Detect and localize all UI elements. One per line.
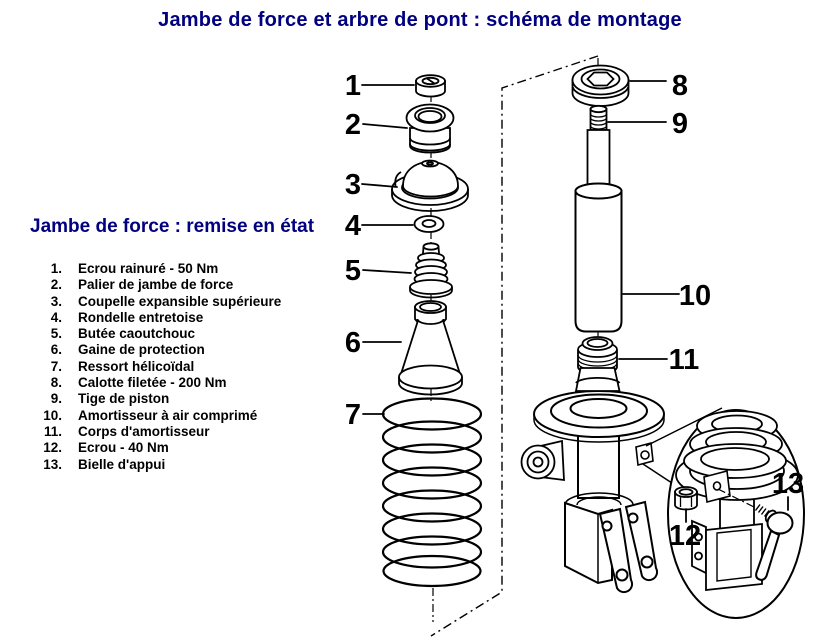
part-number: 13. bbox=[43, 456, 62, 472]
parts-list-item: 13. Bielle d'appui bbox=[34, 457, 281, 473]
stabilizer-tab bbox=[635, 441, 654, 467]
part-label: Amortisseur à air comprimé bbox=[78, 407, 258, 423]
lower-clamp-bracket bbox=[564, 492, 659, 594]
part-number: 5. bbox=[50, 326, 62, 342]
callout-2: 2 bbox=[345, 109, 361, 141]
detail-inset bbox=[642, 407, 805, 619]
part-number: 4. bbox=[50, 309, 62, 325]
callout-11: 11 bbox=[669, 344, 700, 376]
part-label: Rondelle entretoise bbox=[78, 309, 204, 325]
parts-list-item: 1. Ecrou rainuré - 50 Nm bbox=[34, 261, 281, 277]
callout-1: 1 bbox=[345, 70, 361, 102]
part-label: Bielle d'appui bbox=[78, 456, 166, 472]
parts-list-item: 7. Ressort hélicoïdal bbox=[34, 359, 281, 375]
parts-list-item: 12. Ecrou - 40 Nm bbox=[34, 440, 281, 456]
part-label: Ecrou - 40 Nm bbox=[78, 440, 169, 456]
part-number: 8. bbox=[50, 375, 62, 391]
part-number: 1. bbox=[50, 261, 62, 276]
inset-centerline bbox=[717, 488, 757, 509]
part-12-nut bbox=[674, 486, 698, 511]
part-4-spacer-washer bbox=[413, 215, 445, 233]
part-number: 6. bbox=[50, 342, 62, 358]
part-label: Butée caoutchouc bbox=[78, 326, 196, 342]
strut-body-cone bbox=[574, 367, 621, 392]
parts-list: 1. Ecrou rainuré - 50 Nm 2. Palier de jamb… bbox=[34, 261, 281, 473]
section-subtitle: Jambe de force : remise en état bbox=[30, 216, 315, 237]
callout-3: 3 bbox=[345, 169, 361, 201]
part-label: Corps d'amortisseur bbox=[78, 423, 210, 439]
bracket-arm-bushing bbox=[520, 439, 565, 482]
part-number: 7. bbox=[50, 358, 62, 374]
part-label: Calotte filetée - 200 Nm bbox=[78, 375, 227, 391]
part-9-piston-rod bbox=[586, 104, 611, 190]
part-label: Ecrou rainuré - 50 Nm bbox=[78, 261, 219, 276]
callout-leaders bbox=[361, 80, 789, 523]
callout-4: 4 bbox=[345, 210, 361, 242]
parts-list-item: 4. Rondelle entretoise bbox=[34, 310, 281, 326]
inset-tab bbox=[703, 469, 731, 504]
part-label: Tige de piston bbox=[78, 391, 170, 407]
callout-10: 10 bbox=[679, 280, 711, 312]
part-8-threaded-cap bbox=[571, 64, 630, 107]
part-6-protective-boot bbox=[398, 300, 463, 396]
part-5-rubber-stop bbox=[409, 242, 453, 299]
callout-5: 5 bbox=[345, 255, 361, 287]
strut-tube bbox=[577, 429, 620, 499]
callout-7: 7 bbox=[345, 399, 361, 431]
parts-list-item: 8. Calotte filetée - 200 Nm bbox=[34, 375, 281, 391]
part-number: 11. bbox=[43, 423, 62, 439]
part-number: 3. bbox=[50, 293, 62, 309]
parts-list-item: 10. Amortisseur à air comprimé bbox=[34, 408, 281, 424]
callout-9: 9 bbox=[672, 108, 688, 140]
part-label: Gaine de protection bbox=[78, 342, 205, 358]
callout-8: 8 bbox=[672, 70, 688, 102]
part-number: 9. bbox=[50, 391, 62, 407]
callout-12: 12 bbox=[669, 520, 701, 552]
part-1-nut bbox=[415, 74, 446, 98]
part-label: Palier de jambe de force bbox=[78, 277, 234, 293]
inset-clamp bbox=[691, 519, 763, 592]
boundary-line bbox=[430, 55, 599, 637]
parts-list-item: 5. Butée caoutchouc bbox=[34, 326, 281, 342]
part-13-support-link bbox=[754, 504, 794, 581]
page-title: Jambe de force et arbre de pont : schéma… bbox=[158, 9, 682, 31]
parts-list-item: 2. Palier de jambe de force bbox=[34, 277, 281, 293]
spring-seat-dish bbox=[533, 390, 665, 443]
callout-13: 13 bbox=[772, 468, 804, 500]
part-label: Coupelle expansible supérieure bbox=[78, 293, 282, 309]
part-number: 10. bbox=[43, 407, 62, 423]
part-number: 12. bbox=[43, 440, 62, 456]
callout-6: 6 bbox=[345, 327, 361, 359]
part-10-gas-damper-cartridge bbox=[574, 182, 623, 333]
parts-list-item: 6. Gaine de protection bbox=[34, 342, 281, 358]
parts-list-item: 11. Corps d'amortisseur bbox=[34, 424, 281, 440]
part-7-coil-spring bbox=[381, 397, 483, 588]
parts-list-item: 3. Coupelle expansible supérieure bbox=[34, 293, 282, 310]
parts-list-item: 9. Tige de piston bbox=[34, 391, 281, 407]
part-3-upper-cup bbox=[391, 159, 469, 212]
callout-labels: 1 2 3 4 5 6 7 8 9 10 11 12 13 bbox=[345, 70, 804, 552]
part-label: Ressort hélicoïdal bbox=[78, 358, 195, 374]
inset-coil-spring bbox=[683, 410, 787, 479]
part-number: 2. bbox=[50, 277, 62, 293]
part-2-bearing bbox=[405, 103, 455, 154]
